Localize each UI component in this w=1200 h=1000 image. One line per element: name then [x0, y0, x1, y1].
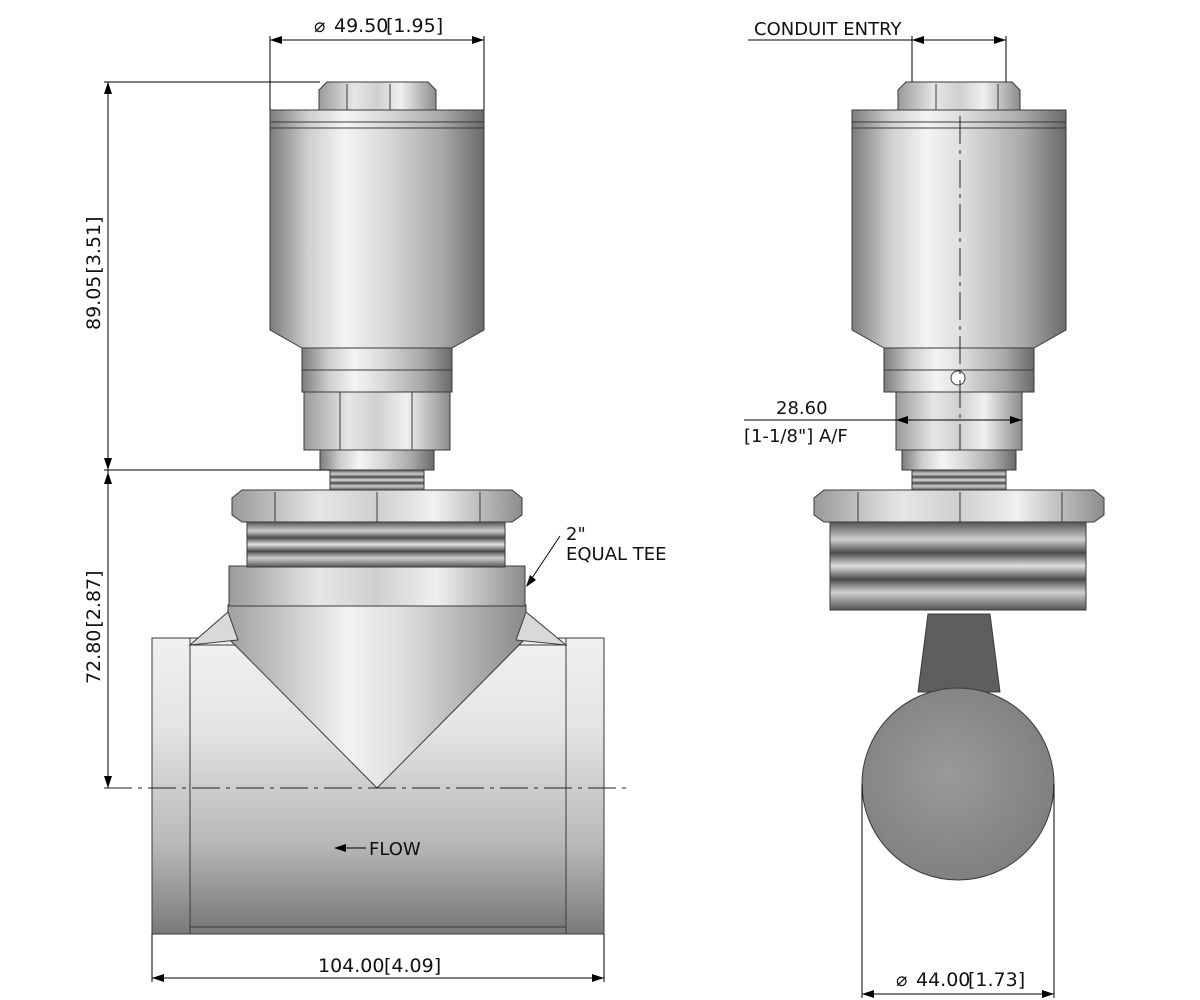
paddle-dia-inch: [1.73] — [968, 969, 1025, 991]
dim-bottom-width: 104.00 [4.09] — [151, 934, 605, 982]
hex-nut-small — [303, 391, 451, 451]
paddle-dia-value: 44.00 — [916, 969, 970, 991]
flow-label: FLOW — [369, 839, 421, 860]
side-view: CONDUIT ENTRY 28.60 [1-1/8"] A/F ⌀ 44.00… — [744, 19, 1105, 998]
housing — [269, 127, 485, 349]
tee-pipe — [151, 604, 605, 935]
thread-side — [829, 521, 1087, 611]
dim-lower-value: 72.80 — [83, 630, 105, 684]
af-value: 28.60 — [776, 398, 828, 419]
svg-text:⌀: ⌀ — [896, 969, 907, 991]
dim-vertical: 89.05 [3.51] 72.80 [2.87] — [83, 81, 330, 788]
svg-text:⌀: ⌀ — [314, 15, 325, 37]
hex-nut-large — [231, 489, 523, 523]
dim-upper-value: 89.05 — [83, 276, 105, 330]
svg-text:72.80[2.87]: 72.80 [2.87] — [83, 570, 105, 684]
dim-top-value: 49.50 — [334, 15, 388, 37]
dim-bottom-value: 104.00 — [318, 955, 384, 977]
tee-size: 2" — [566, 524, 586, 545]
tee-callout: 2" EQUAL TEE — [526, 524, 667, 587]
branch-collar — [228, 565, 526, 607]
dim-conduit-entry: CONDUIT ENTRY — [748, 19, 1007, 82]
svg-text:89.05[3.51]: 89.05 [3.51] — [83, 216, 105, 330]
top-cap — [318, 81, 437, 111]
housing-side — [851, 127, 1067, 349]
dim-top-inch: [1.95] — [386, 15, 443, 37]
dim-across-flats: 28.60 [1-1/8"] A/F — [744, 398, 1022, 447]
tee-type: EQUAL TEE — [566, 544, 667, 565]
dim-top-diameter: ⌀ 49.50 [1.95] — [269, 15, 485, 110]
flow-indicator: FLOW — [334, 839, 421, 860]
front-view: ⌀ 49.50 [1.95] 89.05 [3.51] 72.80 [2.87] 2… — [83, 15, 667, 982]
conduit-label: CONDUIT ENTRY — [754, 19, 902, 40]
dim-bottom-inch: [4.09] — [384, 955, 441, 977]
thread-boss — [246, 521, 506, 568]
dim-paddle-diameter: ⌀ 44.00 [1.73] — [861, 784, 1055, 998]
dim-upper-inch: [3.51] — [83, 216, 105, 273]
hex-nut-large-side — [813, 489, 1105, 523]
dim-lower-inch: [2.87] — [83, 570, 105, 627]
paddle — [861, 613, 1055, 881]
vent-hole — [950, 370, 966, 386]
neck — [329, 469, 425, 491]
af-inch: [1-1/8"] A/F — [744, 426, 848, 447]
